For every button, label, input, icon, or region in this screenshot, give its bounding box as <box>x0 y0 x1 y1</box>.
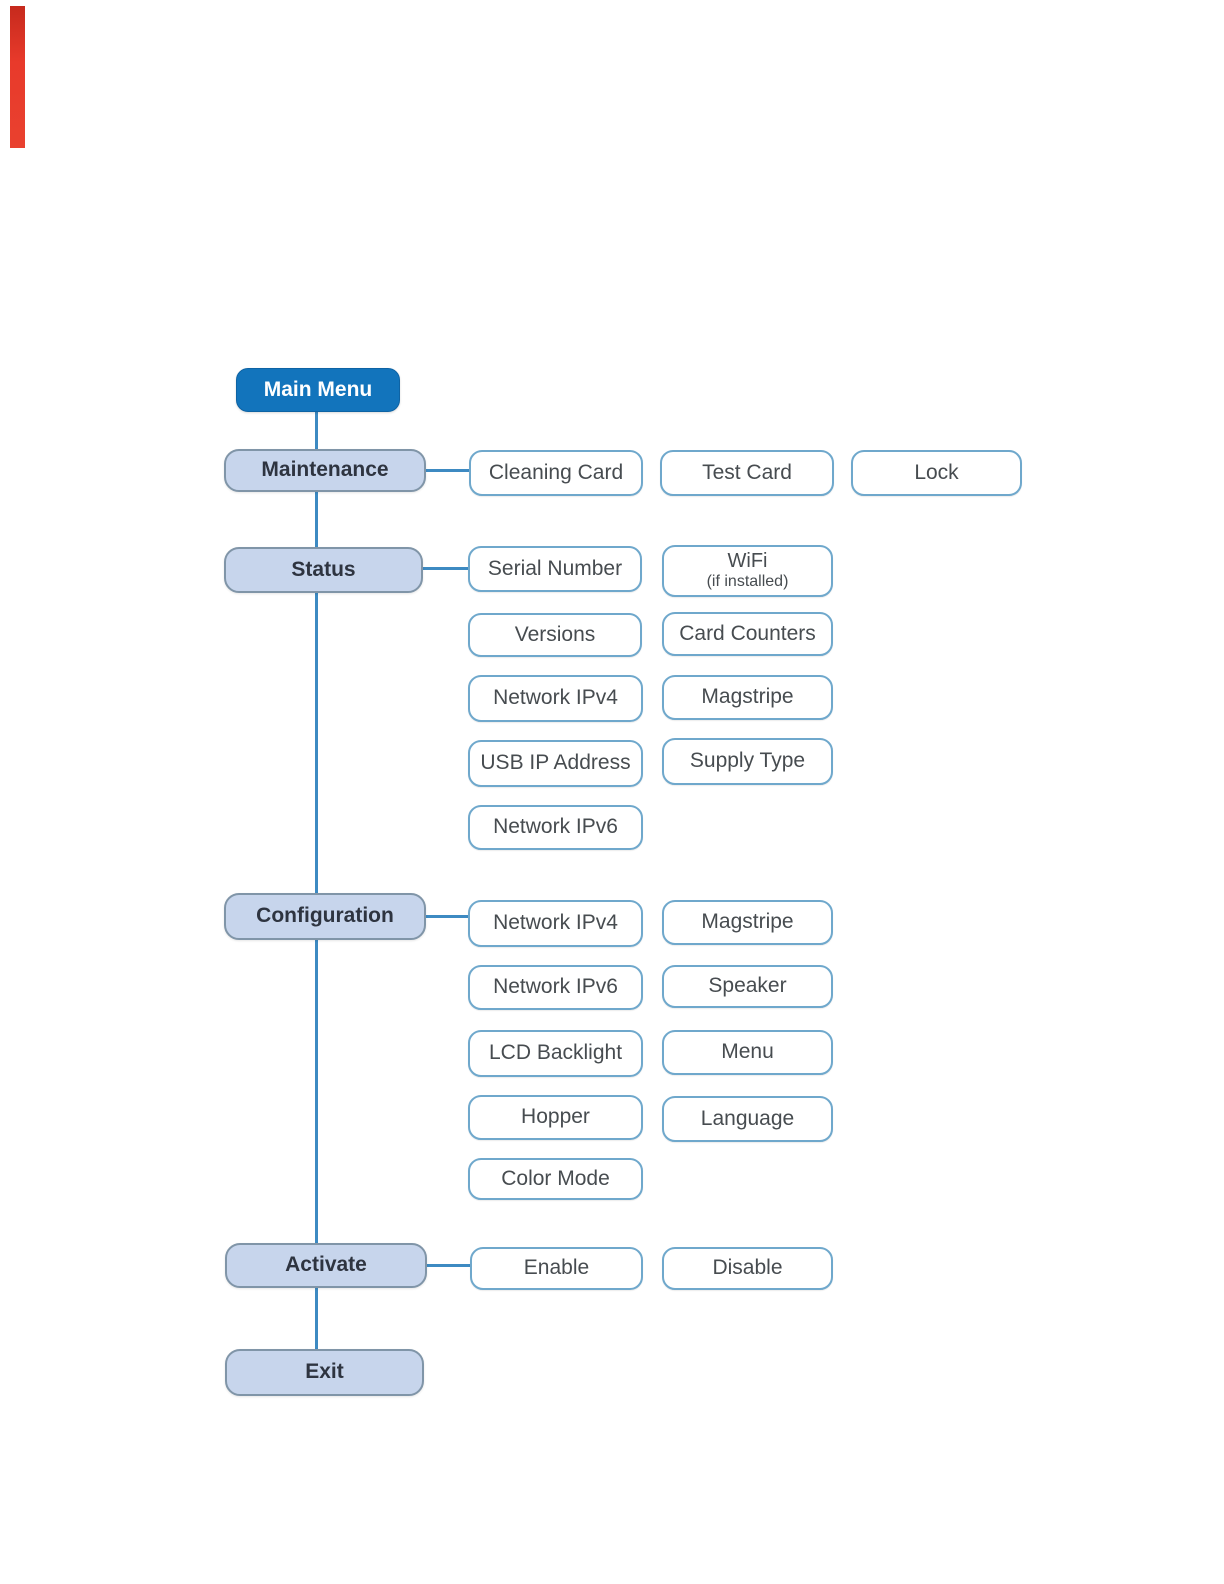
node-sublabel: (if installed) <box>706 573 789 590</box>
node-label: Magstripe <box>701 910 794 934</box>
node-label: Main Menu <box>263 377 373 401</box>
node-maintenance: Maintenance <box>224 449 426 492</box>
node-lock: Lock <box>851 450 1022 496</box>
node-label: Network IPv4 <box>493 911 618 935</box>
node-label: Network IPv4 <box>493 686 618 710</box>
node-label: Network IPv6 <box>493 815 618 839</box>
node-config-magstripe: Magstripe <box>662 900 833 945</box>
node-speaker: Speaker <box>662 965 833 1008</box>
connector-activate <box>427 1264 470 1267</box>
node-cleaning-card: Cleaning Card <box>469 450 643 496</box>
node-main-menu: Main Menu <box>236 368 400 412</box>
node-language: Language <box>662 1096 833 1142</box>
node-label: Menu <box>721 1040 774 1064</box>
node-enable: Enable <box>470 1247 643 1290</box>
node-label: Maintenance <box>261 458 389 482</box>
node-label: Language <box>700 1106 795 1130</box>
node-label: WiFi <box>727 550 768 572</box>
node-serial-number: Serial Number <box>468 546 642 592</box>
node-label: Cleaning Card <box>488 460 624 484</box>
node-label: LCD Backlight <box>488 1041 623 1065</box>
node-activate: Activate <box>225 1243 427 1288</box>
node-label: Exit <box>305 1360 344 1384</box>
node-label: Serial Number <box>487 556 623 580</box>
node-exit: Exit <box>225 1349 424 1396</box>
node-label: Card Counters <box>679 621 816 645</box>
node-status-magstripe: Magstripe <box>662 675 833 720</box>
node-usb-ip-address: USB IP Address <box>468 740 643 787</box>
node-status: Status <box>224 547 423 593</box>
node-wifi: WiFi (if installed) <box>662 545 833 597</box>
node-status-network-ipv4: Network IPv4 <box>468 675 643 722</box>
node-color-mode: Color Mode <box>468 1158 643 1200</box>
node-label: USB IP Address <box>480 751 631 775</box>
node-label: Speaker <box>708 974 787 998</box>
node-status-network-ipv6: Network IPv6 <box>468 805 643 850</box>
connector-status <box>423 567 468 570</box>
connector-configuration <box>426 915 468 918</box>
node-label: Magstripe <box>701 685 794 709</box>
connector-maintenance <box>426 469 469 472</box>
red-edge-mark <box>10 6 25 148</box>
node-label: Color Mode <box>501 1166 610 1190</box>
node-lcd-backlight: LCD Backlight <box>468 1030 643 1077</box>
node-supply-type: Supply Type <box>662 738 833 785</box>
node-menu: Menu <box>662 1030 833 1075</box>
node-hopper: Hopper <box>468 1095 643 1140</box>
node-label: Enable <box>523 1256 590 1280</box>
node-label: Supply Type <box>689 749 806 773</box>
node-label: Network IPv6 <box>493 975 618 999</box>
node-config-network-ipv4: Network IPv4 <box>468 900 643 947</box>
node-test-card: Test Card <box>660 450 834 496</box>
node-label: Test Card <box>702 460 792 484</box>
connector-trunk <box>315 412 318 1349</box>
node-configuration: Configuration <box>224 893 426 940</box>
node-label: Lock <box>914 460 959 484</box>
node-label: Status <box>291 557 356 581</box>
node-label: Activate <box>285 1253 367 1277</box>
node-label: Hopper <box>521 1105 590 1129</box>
node-label: Configuration <box>256 904 394 928</box>
node-disable: Disable <box>662 1247 833 1290</box>
node-label: Versions <box>514 622 596 646</box>
node-label: Disable <box>712 1256 783 1280</box>
node-card-counters: Card Counters <box>662 612 833 656</box>
node-config-network-ipv6: Network IPv6 <box>468 965 643 1010</box>
node-versions: Versions <box>468 613 642 657</box>
